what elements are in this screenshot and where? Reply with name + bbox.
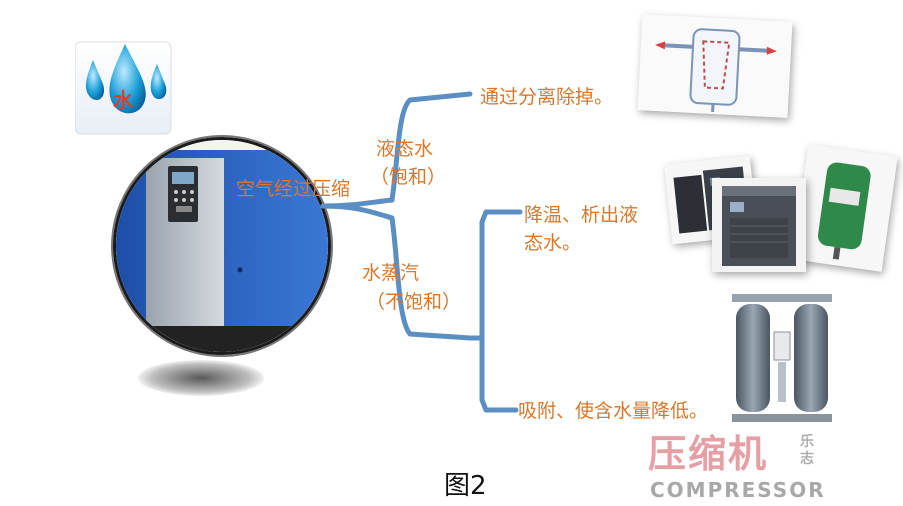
dryer-photo-center [712, 178, 806, 272]
outcome-separate: 通过分离除掉。 [480, 86, 614, 108]
compressor-label: 空气经过压缩 [236, 178, 351, 200]
figure-caption: 图2 [444, 471, 487, 501]
liquid-water-saturated: （饱和） [370, 166, 447, 188]
water-drops-icon: 水 [74, 38, 175, 138]
outcome-cool-line1: 降温、析出液 [524, 204, 639, 226]
lens-shadow [138, 360, 264, 396]
watermark-cn: 压缩机 [648, 432, 769, 476]
watermark-side: 乐 志 [800, 434, 814, 467]
outcome-adsorb: 吸附、使含水量降低。 [518, 400, 709, 422]
vapor-label: 水蒸汽 [362, 262, 420, 284]
compressor-lens [113, 137, 331, 355]
separator-photo [637, 14, 793, 118]
liquid-water-label: 液态水 [376, 138, 434, 160]
outcome-cool-line2: 态水。 [524, 232, 582, 254]
dryer-photo-right [792, 144, 898, 272]
watermark-en: COMPRESSOR [650, 478, 826, 502]
water-char: 水 [113, 88, 133, 112]
vapor-unsaturated: （不饱和） [366, 291, 462, 313]
adsorption-dryer-photo [722, 292, 842, 432]
